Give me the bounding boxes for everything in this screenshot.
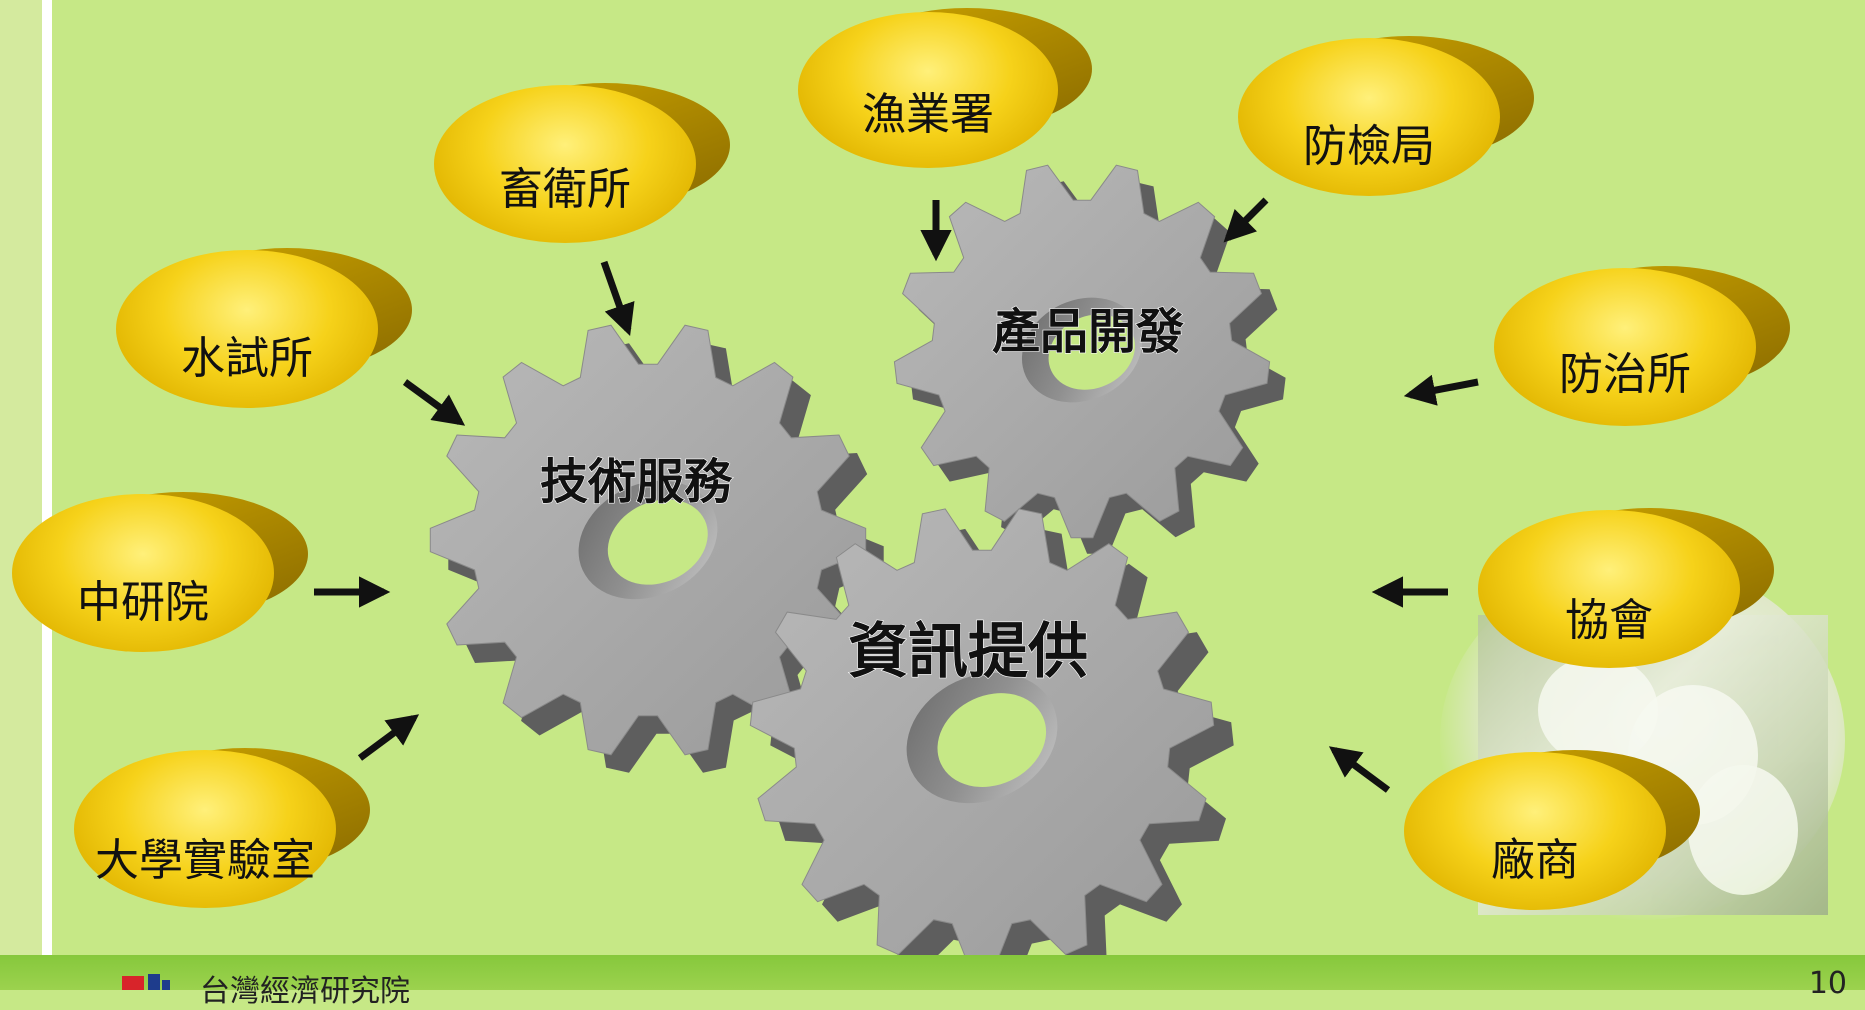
arrow-livestock [600, 260, 635, 336]
left-band [0, 0, 42, 955]
arrow-pest-control [1403, 374, 1479, 406]
label-vendor: 廠商 [1491, 835, 1579, 886]
gear-label-product-development: 產品開發 [992, 304, 1184, 360]
label-water-test: 水試所 [181, 333, 313, 384]
gear-technical-service [429, 324, 884, 773]
page-number: 10 [1808, 966, 1847, 1001]
oval-water-test: 水試所 [116, 248, 416, 412]
orchid-photo [1478, 615, 1828, 915]
gear-label-information-provision: 資訊提供 [848, 617, 1088, 687]
left-rule [42, 0, 52, 955]
gear-information-provision [749, 508, 1234, 955]
label-university-lab: 大學實驗室 [95, 835, 315, 886]
footer-institute-name: 台灣經濟研究院 [200, 974, 410, 1009]
label-fisheries: 漁業署 [862, 89, 994, 140]
label-association: 協會 [1565, 595, 1653, 646]
label-pest-control: 防治所 [1559, 349, 1691, 400]
gear-info-hole-opening [937, 693, 1047, 787]
arrow-university-lab [357, 714, 420, 761]
oval-university-lab: 大學實驗室 [74, 748, 374, 912]
label-livestock: 畜衛所 [499, 164, 631, 215]
arrow-water-test [402, 379, 466, 426]
oval-livestock: 畜衛所 [434, 83, 734, 245]
gear-product-development [893, 164, 1286, 554]
label-quarantine: 防檢局 [1303, 121, 1435, 172]
oval-quarantine: 防檢局 [1238, 36, 1538, 200]
footer-bar [0, 955, 1865, 990]
oval-academia-sinica: 中研院 [12, 492, 312, 656]
oval-fisheries: 漁業署 [798, 8, 1096, 170]
oval-pest-control: 防治所 [1494, 266, 1794, 430]
arrow-vendor [1328, 746, 1391, 793]
gears-diagram: 產品開發 技術服務 資訊提供 [314, 164, 1479, 955]
oval-association: 協會 [1478, 508, 1778, 672]
gear-product-hole-opening [1048, 314, 1136, 390]
label-academia-sinica: 中研院 [77, 577, 209, 628]
institute-logo-icon [122, 974, 170, 990]
oval-vendor: 廠商 [1404, 750, 1704, 914]
gear-tech-hole-opening [607, 499, 708, 585]
gear-label-technical-service: 技術服務 [540, 454, 733, 510]
arrow-quarantine [1223, 197, 1269, 243]
